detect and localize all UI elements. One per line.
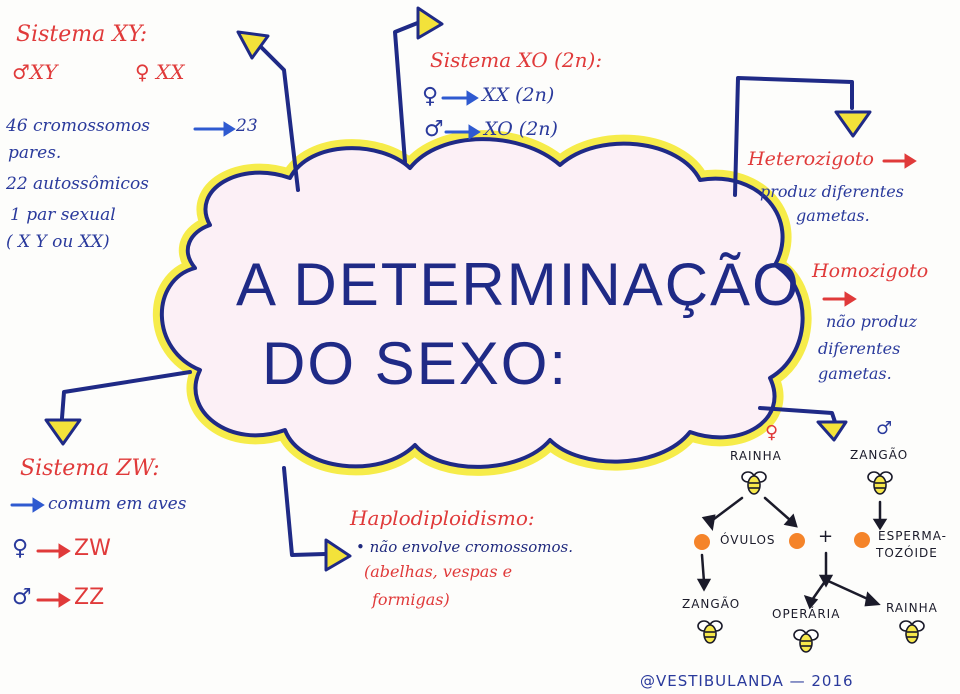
arrowhead-hetero xyxy=(834,110,872,138)
bees-espermatozoide-2: TOZÓIDE xyxy=(876,546,938,560)
zw-female-symbol: ♀ xyxy=(12,536,29,561)
arrowhead-xy xyxy=(236,30,270,60)
zw-female-value: ZW xyxy=(74,536,111,561)
xy-line4: 1 par sexual xyxy=(10,205,116,225)
arrow-to-operaria xyxy=(810,578,828,602)
homo-line3: gametas. xyxy=(818,364,892,383)
bees-rainha-top: RAINHA xyxy=(730,449,782,463)
central-title-line-2: DO SEXO: xyxy=(262,330,569,397)
xy-female: ♀ XX xyxy=(135,60,185,84)
xy-line5: ( X Y ou XX) xyxy=(6,232,110,252)
arrowhead-xo xyxy=(416,6,444,40)
xy-male: ♂XY xyxy=(12,60,58,84)
connector-zw xyxy=(60,370,192,420)
arrow-to-rainha-bottom xyxy=(824,578,872,602)
homo-line1: não produz xyxy=(826,312,918,331)
xo-female-symbol: ♀ xyxy=(422,84,439,109)
bees-operaria: OPERÁRIA xyxy=(772,607,841,621)
homo-heading: Homozigoto xyxy=(812,260,929,282)
zw-line1: comum em aves xyxy=(48,494,187,514)
hetero-line2: gametas. xyxy=(796,206,870,225)
xy-line1a: 46 cromossomos xyxy=(6,116,151,136)
haplo-line3: formigas) xyxy=(372,590,450,609)
bee-rainha-top-icon xyxy=(741,471,767,495)
connector-xy xyxy=(256,42,300,192)
bee-operaria-icon xyxy=(793,629,819,653)
egg-esperma xyxy=(854,532,870,548)
zw-male-symbol: ♂ xyxy=(12,585,32,610)
xo-male-symbol: ♂ xyxy=(424,117,444,142)
arrowhead-haplo xyxy=(324,538,352,572)
bee-zangao-top-icon xyxy=(867,471,893,495)
bees-espermatozoide-1: ESPERMA- xyxy=(878,529,947,543)
xo-female-value: XX (2n) xyxy=(482,84,555,106)
bees-female-symbol: ♀ xyxy=(765,422,779,443)
bees-plus: + xyxy=(818,526,835,547)
bees-ovulos: ÓVULOS xyxy=(720,533,776,547)
egg-ovulo-right xyxy=(789,533,805,549)
bees-zangao-bottom: ZANGÃO xyxy=(682,597,741,611)
bee-zangao-bottom-icon xyxy=(697,620,723,644)
bees-male-symbol: ♂ xyxy=(876,418,893,439)
central-title-line-1: A DETERMINAÇÃO xyxy=(236,251,801,318)
central-cloud xyxy=(159,137,805,469)
homo-line2: diferentes xyxy=(818,339,901,358)
connector-hetero xyxy=(733,76,854,197)
connector-haplo xyxy=(282,466,327,557)
xy-heading: Sistema XY: xyxy=(16,22,148,47)
arrowhead-zw xyxy=(44,418,82,446)
arrowhead-bees xyxy=(816,420,848,442)
zw-male-value: ZZ xyxy=(74,585,105,610)
xy-line2: pares. xyxy=(8,143,62,163)
hetero-heading: Heterozigoto xyxy=(748,148,874,170)
haplo-line2: (abelhas, vespas e xyxy=(364,562,513,581)
bee-rainha-bottom-icon xyxy=(899,620,925,644)
xy-line3: 22 autossômicos xyxy=(6,174,149,194)
xo-heading: Sistema XO (2n): xyxy=(430,48,603,72)
arrow-ovulo-to-zangao xyxy=(700,553,706,584)
hetero-line1: produz diferentes xyxy=(760,182,904,201)
xo-male-value: XO (2n) xyxy=(484,118,558,140)
credit-signature: @VESTIBULANDA — 2016 xyxy=(640,672,854,690)
bees-rainha-bottom: RAINHA xyxy=(886,601,938,615)
connector-xo xyxy=(393,20,422,164)
egg-ovulo-left xyxy=(694,534,710,550)
haplo-heading: Haplodiploidismo: xyxy=(350,506,535,530)
xy-line1b: 23 xyxy=(236,116,258,136)
arrow-rainha-to-ovulo-right xyxy=(763,496,792,522)
arrow-rainha-to-ovulo-left xyxy=(708,496,744,524)
bees-zangao-top: ZANGÃO xyxy=(850,448,909,462)
haplo-line1: • não envolve cromossomos. xyxy=(356,538,573,556)
zw-heading: Sistema ZW: xyxy=(20,456,160,481)
